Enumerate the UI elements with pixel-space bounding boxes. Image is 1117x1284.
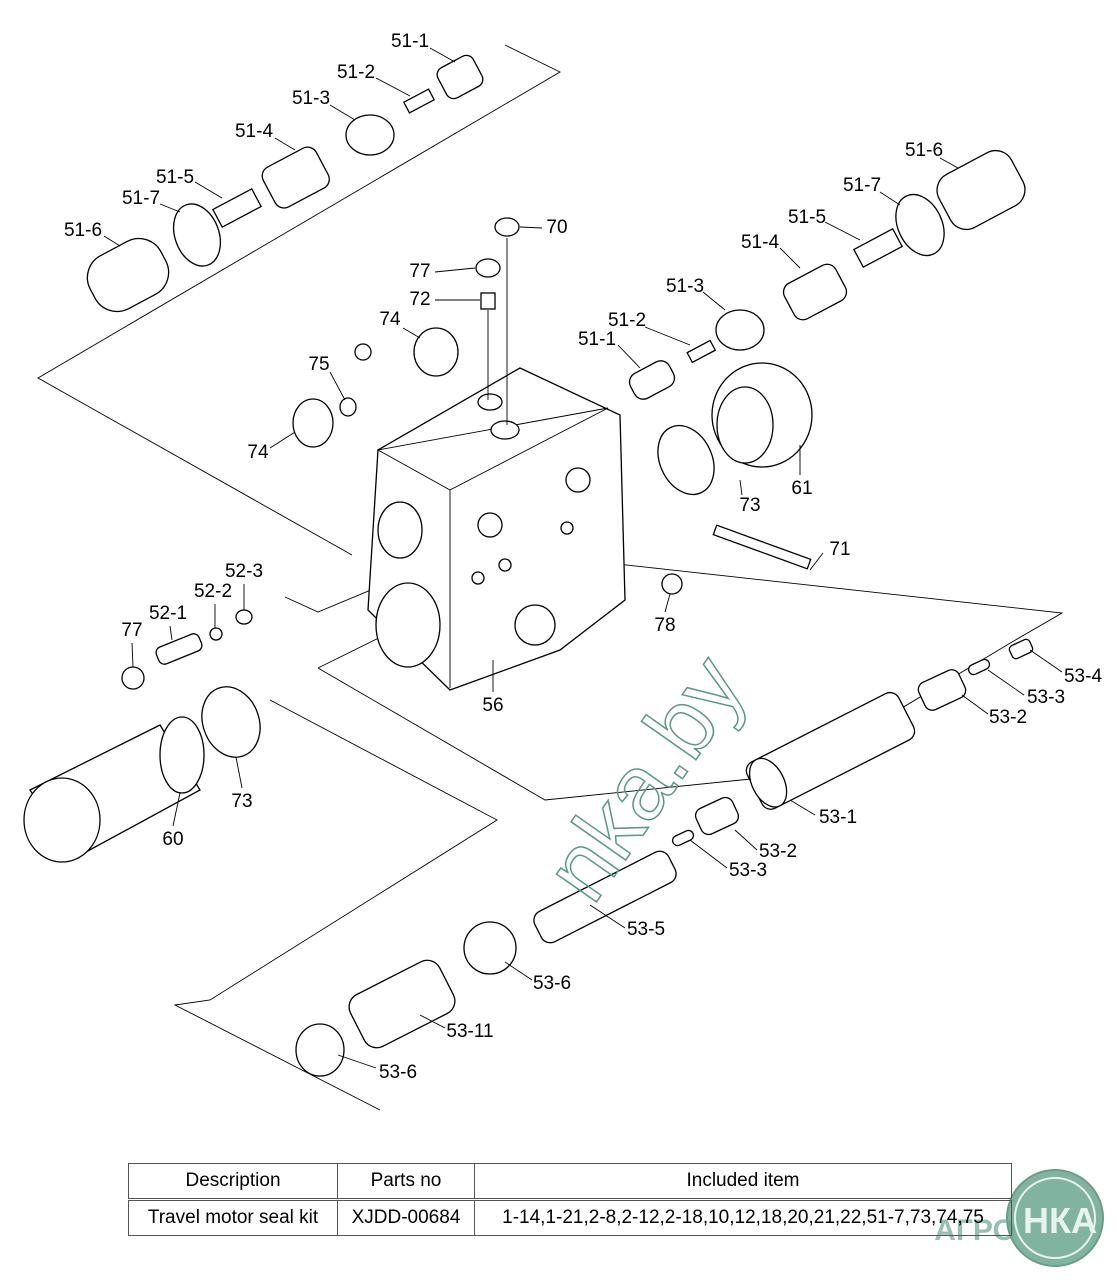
- callout: 53-3: [1027, 687, 1065, 708]
- callout: 53-3: [729, 860, 767, 881]
- part-51-1-right: [628, 360, 676, 400]
- part-53-6-lower: [295, 1023, 345, 1077]
- callout: 73: [739, 495, 760, 516]
- callout: 51-4: [741, 232, 779, 253]
- callout: 77: [121, 620, 142, 641]
- part-51-2-spring: [402, 88, 436, 114]
- table-row: Travel motor seal kit XJDD-00684 1-14,1-…: [128, 1199, 1012, 1236]
- part-52-2-ball: [209, 627, 223, 641]
- callout: 72: [409, 289, 430, 310]
- column-header-parts-no: Parts no: [337, 1163, 475, 1201]
- callout: 53-2: [759, 841, 797, 862]
- seal-kit-table: Description Parts no Included item Trave…: [128, 1163, 1012, 1236]
- part-74-oring: [292, 398, 334, 448]
- callout: 74: [379, 309, 401, 330]
- callout: 53-2: [989, 707, 1027, 728]
- cell-description: Travel motor seal kit: [128, 1199, 338, 1236]
- callout-labels: 51-1 51-2 51-3 51-4 51-5 51-7 51-6 70 77…: [64, 31, 1102, 1083]
- part-51-3: [345, 114, 395, 156]
- callout: 53-4: [1064, 666, 1102, 687]
- part-73-oring-right: [657, 424, 715, 496]
- callout: 56: [482, 695, 503, 716]
- part-51-7-oring-right: [895, 193, 945, 257]
- part-51-2-spring-right: [686, 339, 717, 364]
- part-77-left: [121, 666, 145, 690]
- part-70: [494, 217, 520, 237]
- callout: 75: [308, 354, 329, 375]
- part-53-3: [967, 658, 991, 676]
- leader-lines: [103, 47, 1063, 1069]
- cell-parts-no: XJDD-00684: [337, 1199, 475, 1236]
- part-72: [480, 292, 496, 310]
- callout: 53-11: [446, 1021, 493, 1042]
- part-53-4: [1008, 638, 1034, 660]
- callout: 51-1: [391, 31, 429, 52]
- callout: 51-3: [666, 276, 704, 297]
- callout: 51-4: [235, 121, 273, 142]
- callout: 51-3: [292, 88, 330, 109]
- part-51-6-plug: [86, 237, 170, 313]
- callout: 51-6: [905, 140, 943, 161]
- callout: 74: [247, 442, 269, 463]
- callout: 51-5: [156, 167, 194, 188]
- part-53-2: [917, 669, 967, 711]
- callout: 70: [546, 217, 567, 238]
- callout: 51-7: [122, 188, 160, 209]
- part-53-11-spring: [348, 959, 456, 1049]
- callout: 51-7: [843, 175, 881, 196]
- callout: 52-2: [194, 581, 232, 602]
- part-77: [475, 258, 501, 278]
- callout: 51-5: [788, 207, 826, 228]
- part-53-2-lower: [694, 796, 740, 836]
- part-52-1: [155, 633, 203, 665]
- callout: 51-2: [608, 310, 646, 331]
- part-53-3-lower: [671, 829, 695, 847]
- callout: 52-3: [225, 561, 263, 582]
- callout: 77: [409, 261, 430, 282]
- part-75-oring-top: [354, 343, 372, 361]
- callout: 51-1: [578, 329, 616, 350]
- part-53-6-upper: [463, 921, 517, 975]
- callout: 73: [231, 791, 252, 812]
- callout: 51-6: [64, 220, 102, 241]
- callout: 78: [654, 615, 675, 636]
- column-header-description: Description: [128, 1163, 338, 1201]
- part-51-6-plug-right: [936, 149, 1026, 231]
- part-60-cap: [23, 716, 205, 863]
- callout: 51-2: [337, 62, 375, 83]
- column-header-included-item: Included item: [474, 1163, 1012, 1201]
- callout: 61: [791, 478, 812, 499]
- group-outline-53-lower: [173, 699, 498, 1111]
- part-75-oring: [339, 397, 357, 417]
- table-header-row: Description Parts no Included item: [128, 1163, 1012, 1201]
- part-51-4: [261, 146, 330, 209]
- svg-text:НКА: НКА: [1023, 1200, 1097, 1241]
- part-52-3: [235, 609, 253, 625]
- part-74-oring-top: [413, 327, 459, 377]
- part-53-1-spool: [745, 691, 916, 810]
- part-51-5-spring-right: [853, 227, 903, 269]
- callout: 53-5: [627, 919, 665, 940]
- callout: 53-6: [379, 1062, 417, 1083]
- callout: 71: [829, 539, 850, 560]
- part-71-bolt: [712, 524, 812, 570]
- part-51-4-right: [782, 263, 848, 321]
- callout: 53-1: [819, 807, 857, 828]
- valve-block-56: [367, 367, 626, 691]
- callout: 52-1: [149, 603, 187, 624]
- part-73-oring-left: [201, 686, 261, 758]
- part-51-1: [436, 54, 484, 100]
- part-51-3-right: [715, 309, 765, 351]
- part-51-7-oring: [172, 203, 222, 267]
- callout: 60: [162, 829, 183, 850]
- group-outline-left-51: [37, 44, 561, 556]
- part-53-5-sleeve: [533, 850, 677, 944]
- cell-included-item: 1-14,1-21,2-8,2-12,2-18,10,12,18,20,21,2…: [474, 1199, 1012, 1236]
- callout: 53-6: [533, 973, 571, 994]
- part-51-5-spring: [212, 187, 262, 229]
- part-78: [661, 573, 683, 595]
